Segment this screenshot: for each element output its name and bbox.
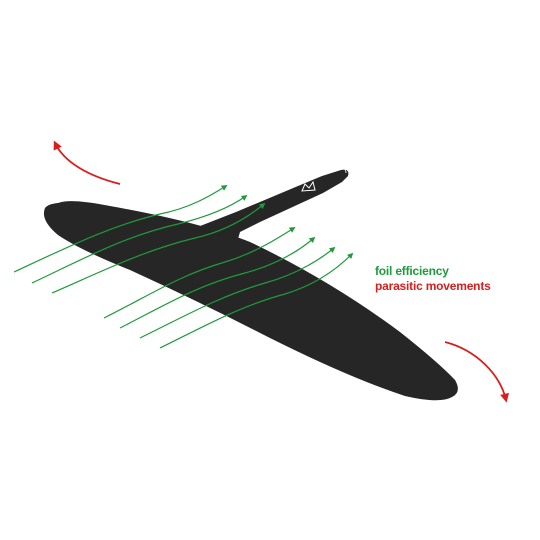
legend-parasitic: parasitic movements: [375, 279, 491, 293]
flow-line: [139, 246, 336, 339]
wing: [43, 201, 458, 401]
parasitic-arrow-left: [53, 140, 121, 185]
flow-line: [13, 185, 228, 273]
flow-line: [159, 252, 354, 349]
parasitic-arrow-right: [444, 341, 509, 403]
flow-lines: [13, 185, 354, 349]
flow-line: [31, 194, 248, 284]
flow-line: [103, 227, 296, 319]
fuselage: [195, 168, 349, 249]
brand-mark-icon: [301, 180, 316, 192]
flow-line: [51, 202, 266, 294]
legend: foil efficiency parasitic movements: [375, 264, 491, 294]
flow-line: [119, 236, 316, 329]
legend-efficiency: foil efficiency: [375, 264, 449, 278]
